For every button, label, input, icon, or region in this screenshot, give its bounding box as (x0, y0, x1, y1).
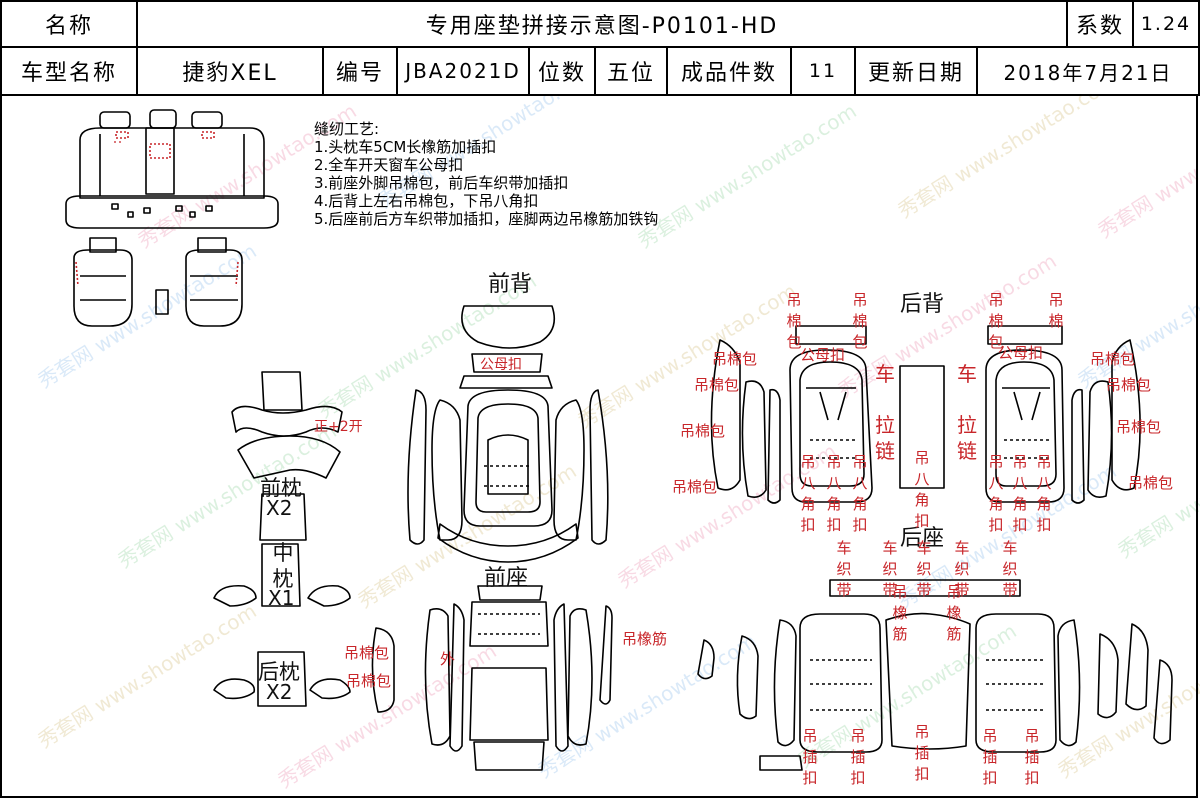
zip-label-1: 拉链 (875, 413, 895, 463)
rear-elastic-label-2: 吊橡筋 (946, 583, 962, 643)
rear-cotton-pack-r4: 吊棉包 (1128, 474, 1174, 492)
section-front-back: 前背 (488, 272, 533, 297)
front-back-pieces (407, 305, 609, 563)
overview-front-seats (73, 237, 243, 327)
rear-back-pieces (710, 325, 1141, 504)
headrest-pieces (213, 371, 351, 707)
rear-cotton-pack-l3: 吊棉包 (680, 422, 726, 440)
outer-label: 外 (440, 650, 456, 668)
date-label: 更新日期 (854, 46, 978, 96)
rear-hang-cotton-v-2: 吊棉包 (852, 291, 868, 351)
octagon-label-mid: 吊八角扣 (914, 449, 930, 530)
rear-hang-cotton-v-1: 吊棉包 (786, 291, 802, 351)
rear-hang-cotton-v-4: 吊棉 (1048, 291, 1064, 330)
rear-hang-cotton-v-3: 吊棉包 (988, 291, 1004, 351)
rear-seat-pieces (697, 579, 1173, 771)
open-note: 正+2开 (314, 419, 363, 435)
octagon-label-3: 吊八角扣 (852, 453, 868, 534)
octagon-label-6: 吊八角扣 (1036, 453, 1052, 534)
rear-snap-label-1: 公母扣 (800, 346, 846, 364)
rear-cotton-pack-l1: 吊棉包 (712, 350, 758, 368)
front-cotton-pack-2: 吊棉包 (346, 672, 392, 690)
overview-rear-bench (65, 109, 279, 229)
octagon-label-4: 吊八角扣 (988, 453, 1004, 534)
clip-label-1: 吊插扣 (802, 727, 818, 787)
middle-headrest-label: 中枕 (272, 541, 294, 591)
front-cotton-pack-1: 吊棉包 (344, 644, 390, 662)
front-snap-label: 公母扣 (480, 357, 522, 373)
note-item: 4.后背上左右吊棉包，下吊八角扣 (314, 192, 539, 210)
model-label: 车型名称 (0, 46, 138, 96)
rear-elastic-label-1: 吊橡筋 (892, 583, 908, 643)
date-value: 2018年7月21日 (976, 46, 1200, 96)
note-item: 5.后座前后方车织带加插扣，座脚两边吊橡筋加铁钩 (314, 210, 659, 228)
drawing-frame (0, 94, 1198, 798)
front-headrest-qty: X2 (266, 496, 293, 520)
car-label-1: 车 (875, 362, 895, 386)
pieces-label: 成品件数 (666, 46, 792, 96)
notes-title: 缝纫工艺: (314, 120, 380, 138)
belt-label-5: 车织带 (1002, 539, 1018, 599)
sewing-notes: 缝纫工艺: 1.头枕车5CM长橡筋加插扣 2.全车开天窗车公母扣 3.前座外脚吊… (314, 120, 658, 228)
note-item: 2.全车开天窗车公母扣 (314, 156, 464, 174)
rear-cotton-pack-l2: 吊棉包 (694, 376, 740, 394)
octagon-label-2: 吊八角扣 (826, 453, 842, 534)
rear-cotton-pack-l4: 吊棉包 (672, 478, 718, 496)
zip-label-2: 拉链 (957, 413, 977, 463)
clip-label-5: 吊插扣 (1024, 727, 1040, 787)
note-item: 1.头枕车5CM长橡筋加插扣 (314, 138, 497, 156)
section-rear-back: 后背 (900, 292, 945, 317)
front-headrest-label: 前枕 (260, 476, 302, 500)
name-label: 名称 (0, 0, 138, 48)
rear-cotton-pack-r3: 吊棉包 (1116, 418, 1162, 436)
middle-headrest-qty: X1 (268, 586, 295, 610)
coef-value: 1.24 (1132, 0, 1200, 48)
section-front-seat: 前座 (484, 566, 529, 591)
octagon-label-5: 吊八角扣 (1012, 453, 1028, 534)
rear-headrest-qty: X2 (266, 680, 293, 704)
rear-cotton-pack-r1: 吊棉包 (1090, 350, 1136, 368)
clip-label-4: 吊插扣 (982, 727, 998, 787)
code-label: 编号 (322, 46, 398, 96)
front-seat-pieces (371, 585, 613, 771)
octagon-label-1: 吊八角扣 (800, 453, 816, 534)
header-table: 名称 专用座垫拼接示意图-P0101-HD 系数 1.24 车型名称 捷豹XEL… (0, 0, 1200, 96)
front-elastic-label: 吊橡筋 (622, 630, 668, 648)
belt-label-4: 车织带 (954, 539, 970, 599)
belt-label-3: 车织带 (916, 539, 932, 599)
note-item: 3.前座外脚吊棉包，前后车织带加插扣 (314, 174, 569, 192)
clip-label-2: 吊插扣 (850, 727, 866, 787)
belt-label-1: 车织带 (836, 539, 852, 599)
car-label-2: 车 (957, 362, 977, 386)
rear-cotton-pack-r2: 吊棉包 (1106, 376, 1152, 394)
belt-label-2: 车织带 (882, 539, 898, 599)
rear-snap-label-2: 公母扣 (998, 344, 1044, 362)
clip-label-3: 吊插扣 (914, 723, 930, 783)
section-rear-seat: 后座 (900, 526, 945, 551)
rear-headrest-label: 后枕 (258, 660, 300, 684)
